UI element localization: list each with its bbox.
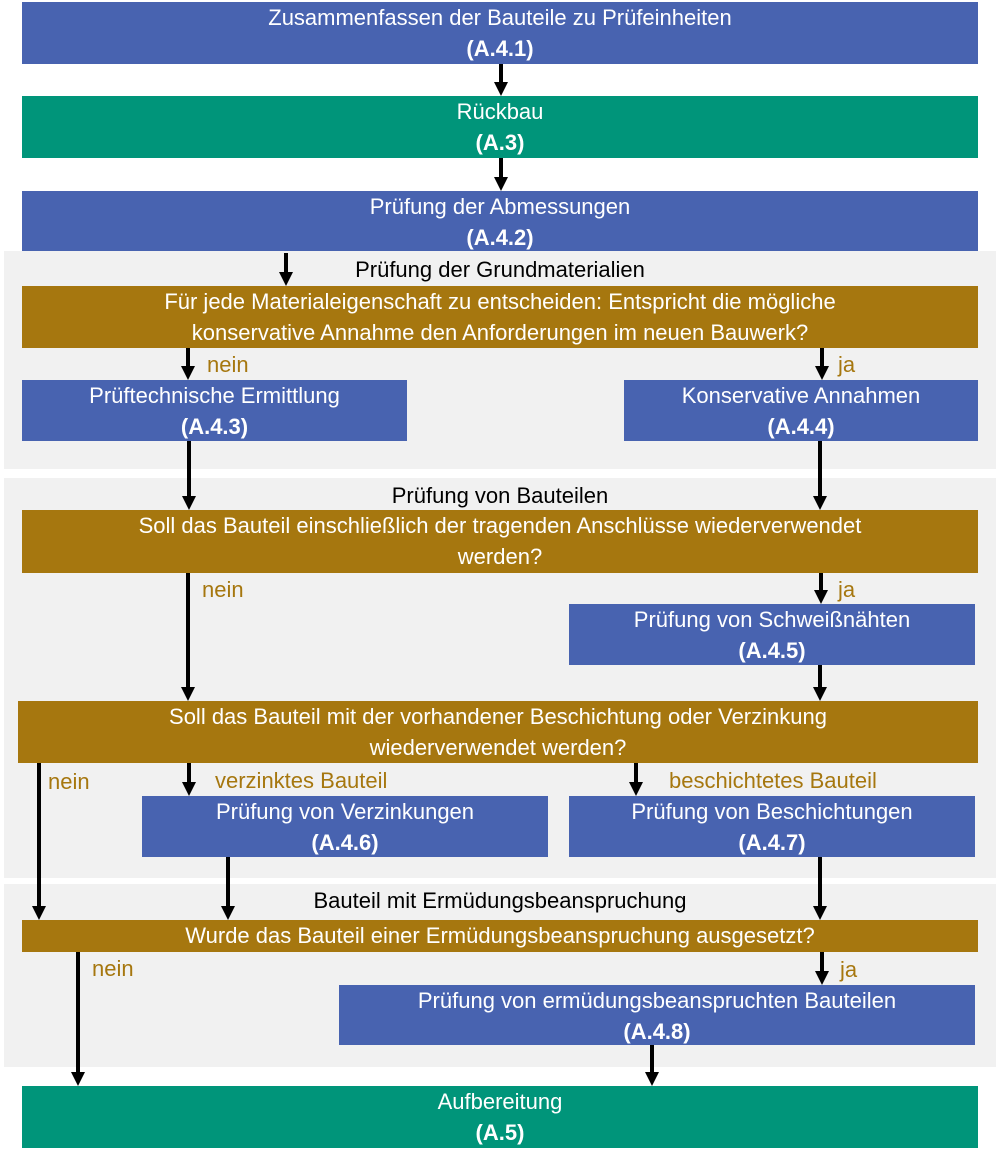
section-title-grundmaterialien: Prüfung der Grundmaterialien (355, 257, 645, 282)
arrowhead (181, 687, 195, 701)
arrowhead (182, 496, 196, 510)
decision-text-line2: werden? (457, 544, 543, 569)
label-coating-coated: beschichtetes Bauteil (669, 768, 877, 793)
label-coating-no: nein (48, 769, 90, 794)
step-code: (A.4.7) (738, 830, 806, 855)
arrowhead (221, 906, 235, 920)
arrowhead (814, 590, 828, 604)
arrowhead (815, 366, 829, 380)
step-a5-box: Aufbereitung (A.5) (22, 1086, 978, 1148)
step-title: Prüfung von Schweißnähten (633, 607, 911, 632)
arrowhead (629, 782, 643, 796)
label-material-yes: ja (838, 352, 856, 377)
label-material-no: nein (207, 352, 249, 377)
label-fatigue-no: nein (92, 956, 134, 981)
section-title-ermuedung: Bauteil mit Ermüdungsbeanspruchung (313, 888, 687, 913)
step-a42-box: Prüfung der Abmessungen (A.4.2) (22, 191, 978, 251)
decision-text-line1: Soll das Bauteil mit der vorhandener Bes… (169, 704, 827, 729)
step-code: (A.4.3) (180, 414, 249, 439)
decision-coating-box: Soll das Bauteil mit der vorhandener Bes… (18, 701, 978, 763)
step-a46-box: Prüfung von Verzinkungen (A.4.6) (142, 796, 548, 857)
step-title: Prüftechnische Ermittlung (89, 383, 340, 408)
step-title: Rückbau (456, 99, 544, 124)
step-title: Prüfung von Beschichtungen (631, 799, 913, 824)
arrowhead (32, 906, 46, 920)
decision-text-line2: konservative Annahme den Anforderungen i… (191, 320, 809, 345)
step-title: Konservative Annahmen (681, 383, 921, 408)
step-code: (A.4.8) (623, 1019, 691, 1044)
step-code: (A.4.2) (466, 225, 534, 250)
step-code: (A.3) (475, 130, 525, 155)
decision-text-line2: wiederverwendet werden? (369, 735, 627, 760)
decision-text-line1: Wurde das Bauteil einer Ermüdungsbeanspr… (185, 923, 815, 948)
step-title: Prüfung von Verzinkungen (215, 799, 475, 824)
step-a45-box: Prüfung von Schweißnähten (A.4.5) (569, 604, 975, 665)
step-a3-box: Rückbau (A.3) (22, 96, 978, 158)
label-coating-galvanized: verzinktes Bauteil (215, 768, 388, 793)
step-title: Aufbereitung (437, 1089, 563, 1114)
step-title: Zusammenfassen der Bauteile zu Prüfeinhe… (268, 5, 732, 30)
decision-connections-box: Soll das Bauteil einschließlich der trag… (22, 510, 978, 573)
arrowhead (813, 496, 827, 510)
arrowhead (182, 782, 196, 796)
arrowhead (279, 272, 293, 286)
step-a44-box: Konservative Annahmen (A.4.4) (624, 380, 978, 441)
arrowhead (815, 971, 829, 985)
arrowhead (813, 687, 827, 701)
step-code: (A.4.5) (738, 638, 806, 663)
arrowhead (494, 177, 508, 191)
label-connections-yes: ja (838, 577, 856, 602)
step-code: (A.5) (475, 1120, 525, 1145)
arrowhead (71, 1072, 85, 1086)
arrowhead (181, 366, 195, 380)
step-code: (A.4.1) (466, 36, 534, 61)
section-title-bauteile: Prüfung von Bauteilen (391, 483, 609, 508)
step-code: (A.4.6) (311, 830, 379, 855)
decision-fatigue-box: Wurde das Bauteil einer Ermüdungsbeanspr… (22, 920, 978, 952)
arrowhead (645, 1072, 659, 1086)
step-a48-box: Prüfung von ermüdungsbeanspruchten Baute… (339, 985, 975, 1045)
arrowhead (494, 82, 508, 96)
arrowhead (813, 906, 827, 920)
label-connections-no: nein (202, 577, 244, 602)
step-a41-box: Zusammenfassen der Bauteile zu Prüfeinhe… (22, 2, 978, 64)
step-a47-box: Prüfung von Beschichtungen (A.4.7) (569, 796, 975, 857)
step-title: Prüfung von ermüdungsbeanspruchten Baute… (417, 988, 897, 1013)
step-title: Prüfung der Abmessungen (369, 194, 631, 219)
decision-text-line1: Für jede Materialeigenschaft zu entschei… (164, 289, 836, 314)
decision-text-line1: Soll das Bauteil einschließlich der trag… (138, 513, 862, 538)
step-code: (A.4.4) (767, 414, 835, 439)
label-fatigue-yes: ja (840, 957, 858, 982)
step-a43-box: Prüftechnische Ermittlung (A.4.3) (22, 380, 407, 441)
decision-material-box: Für jede Materialeigenschaft zu entschei… (22, 286, 978, 348)
